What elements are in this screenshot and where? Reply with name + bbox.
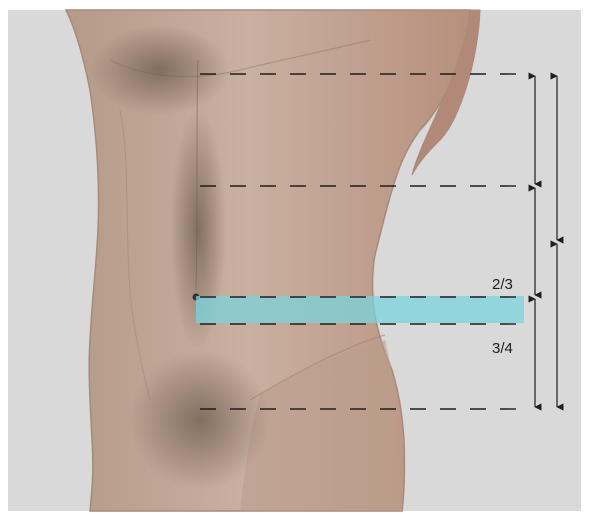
chest-hair — [90, 25, 230, 115]
label-three-quarters: 3/4 — [492, 340, 513, 357]
highlight-band — [196, 296, 524, 323]
label-two-thirds: 2/3 — [492, 276, 513, 293]
lower-hair — [130, 350, 270, 490]
